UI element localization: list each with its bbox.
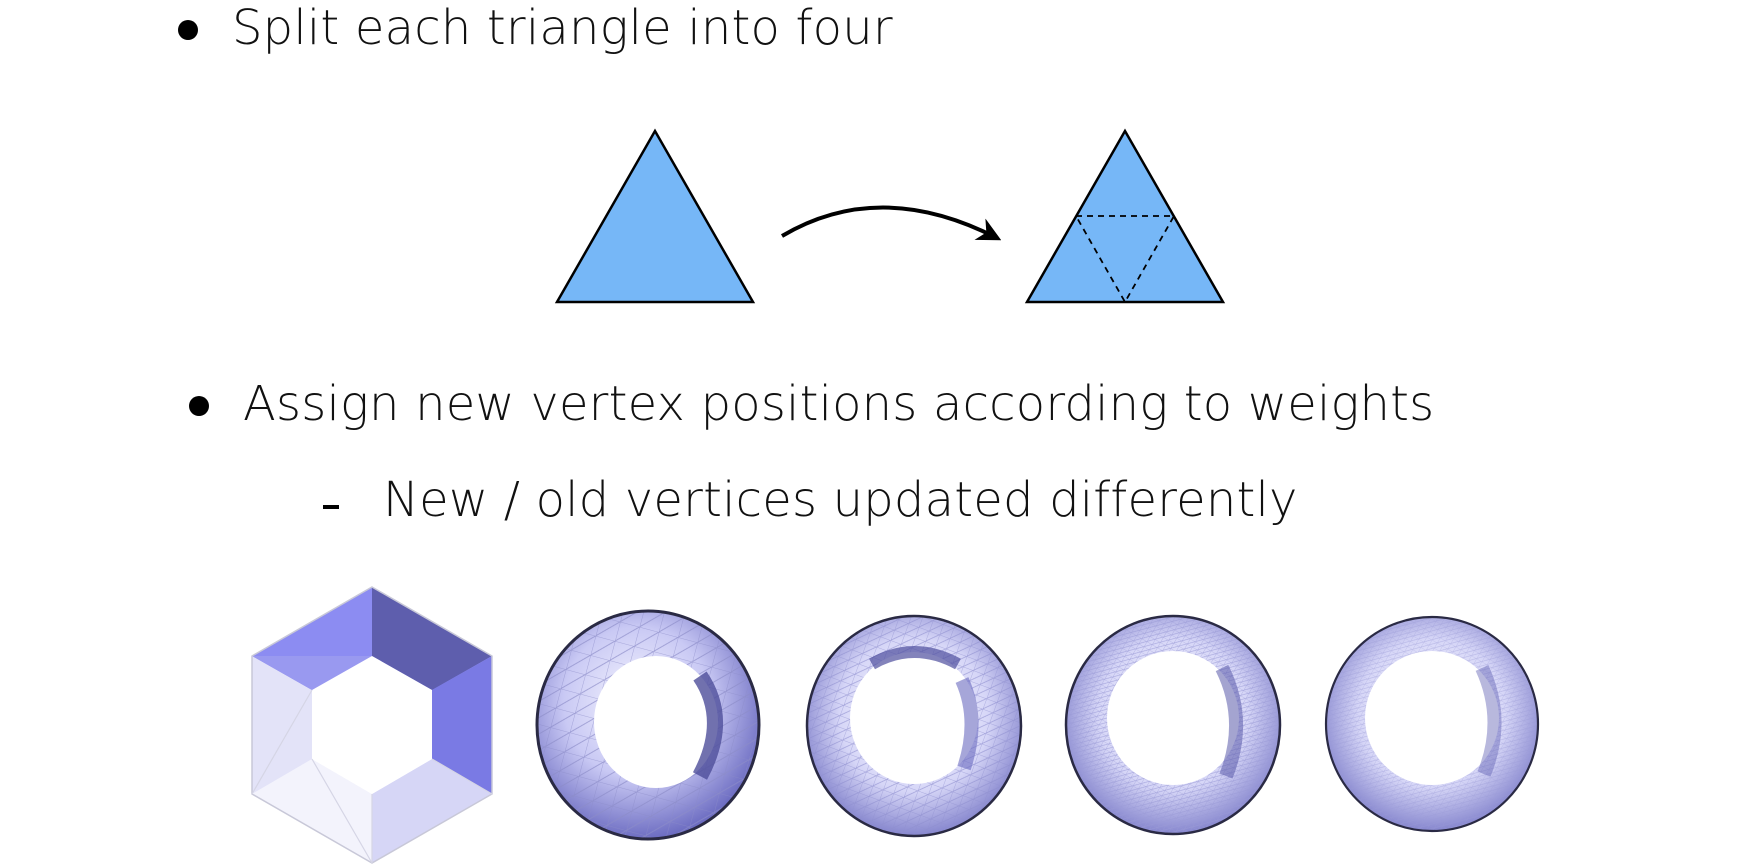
bullet-dot — [189, 396, 209, 416]
mesh-step-4-torus — [1064, 614, 1282, 836]
transform-arrow — [780, 205, 1002, 241]
midpoint-dashed-triangle — [1074, 215, 1176, 304]
mesh-step-5-torus — [1324, 615, 1540, 833]
bullet-assign-positions: Assign new vertex positions according to… — [243, 376, 1435, 432]
sub-bullet-dash — [323, 505, 339, 509]
mesh-step-3-torus — [805, 614, 1023, 838]
sub-bullet-new-old-vertices: New / old vertices updated differently — [383, 472, 1298, 528]
original-triangle — [554, 128, 756, 304]
bullet-split-triangle: Split each triangle into four — [232, 0, 893, 56]
mesh-step-1-hexagon — [251, 586, 493, 864]
bullet-dot — [178, 20, 198, 40]
mesh-step-2-torus — [535, 609, 761, 841]
subdivided-triangle — [1024, 128, 1226, 304]
